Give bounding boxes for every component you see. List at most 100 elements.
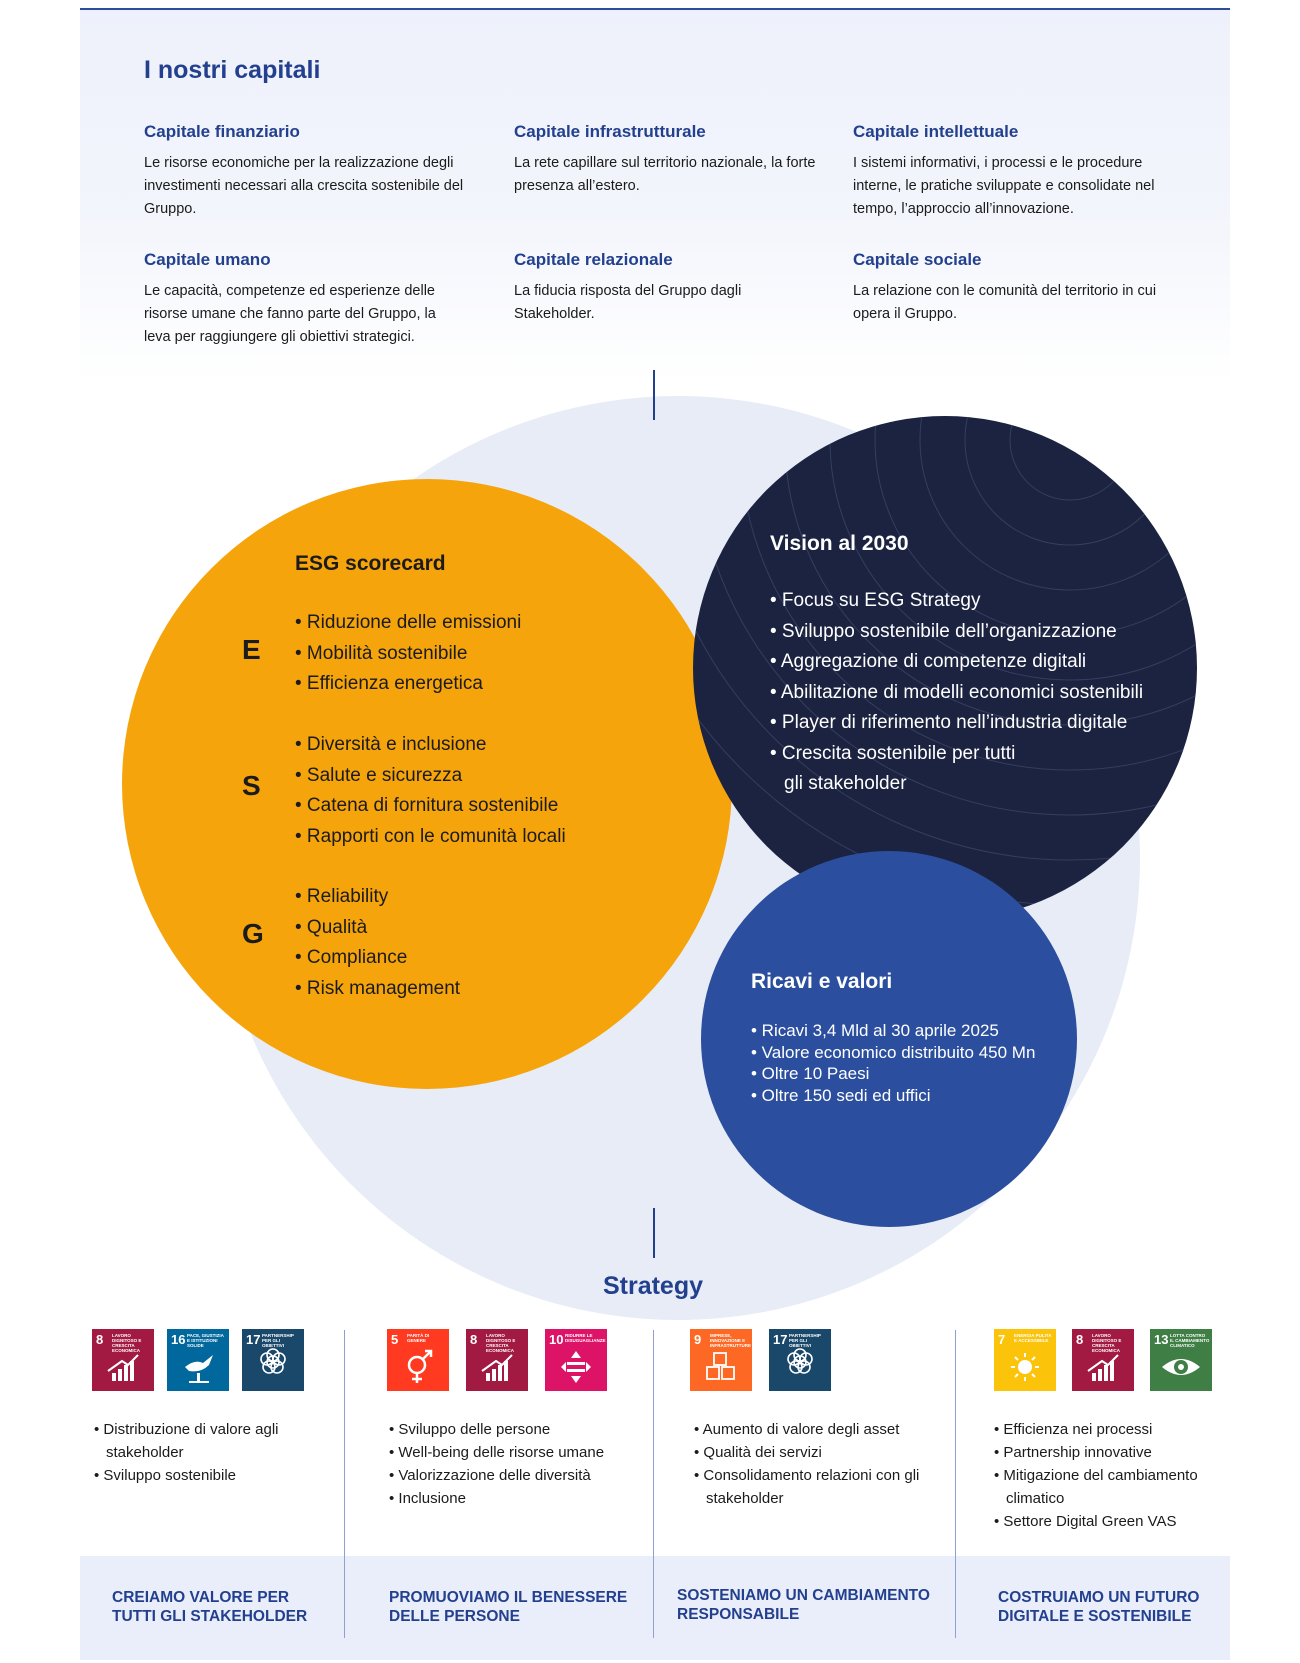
sdg-5-gender-icon: 5 PARITÀ DI GENERE — [387, 1329, 449, 1391]
sdg-number: 8 — [96, 1332, 104, 1347]
list-item: • Well-being delle risorse umane — [389, 1444, 605, 1461]
sdg-8-chart-up-icon: 8 LAVORO DIGNITOSO E CRESCITA ECONOMICA — [466, 1329, 528, 1391]
esg-list-s: • Diversità e inclusione • Salute e sicu… — [295, 730, 566, 852]
sdg-number: 10 — [549, 1332, 564, 1347]
list-item: • Mitigazione del cambiamento climatico — [994, 1467, 1198, 1507]
sdg-label: LAVORO DIGNITOSO E CRESCITA ECONOMICA — [112, 1333, 142, 1353]
vision-list: • Focus su ESG Strategy • Sviluppo soste… — [770, 586, 1190, 800]
sdg-number: 7 — [998, 1332, 1006, 1347]
list-item: • Oltre 10 Paesi — [751, 1064, 870, 1083]
strategy-list-2: • Sviluppo delle persone • Well-being de… — [389, 1418, 639, 1510]
sdg-label: PARTNERSHIP PER GLI OBIETTIVI — [262, 1333, 294, 1348]
list-item: • Catena di fornitura sostenibile — [295, 795, 559, 816]
list-item: • Salute e sicurezza — [295, 764, 463, 786]
list-item: • Abilitazione di modelli economici sost… — [770, 681, 1144, 703]
sdg-8-chart-up-icon: 8 LAVORO DIGNITOSO E CRESCITA ECONOMICA — [92, 1329, 154, 1391]
capitale-desc: La relazione con le comunità del territo… — [853, 283, 1157, 322]
column-divider — [955, 1556, 956, 1638]
capitale-desc: La fiducia risposta del Gruppo dagli Sta… — [514, 283, 742, 322]
list-item: • Focus su ESG Strategy — [770, 590, 981, 611]
esg-letter-g: G — [242, 918, 264, 949]
list-item: gli stakeholder — [784, 773, 907, 794]
sdg-17-rings-icon: 17 PARTNERSHIP PER GLI OBIETTIVI — [242, 1329, 304, 1391]
list-item: • Efficienza nei processi — [994, 1421, 1153, 1438]
sdg-number: 5 — [391, 1332, 399, 1347]
list-item: • Consolidamento relazioni con gli stake… — [694, 1467, 920, 1507]
vision-circle — [693, 416, 1197, 920]
capitale-finanziario: Capitale finanziario Le risorse economic… — [144, 122, 464, 221]
list-item: • Qualità dei servizi — [694, 1444, 822, 1461]
ricavi-circle — [701, 851, 1077, 1227]
capitale-intellettuale: Capitale intellettuale I sistemi informa… — [853, 122, 1163, 221]
list-item: • Sviluppo sostenibile dell’organizzazio… — [770, 620, 1117, 642]
sdg-13-eye-earth-icon: 13 LOTTA CONTRO IL CAMBIAMENTO CLIMATICO — [1150, 1329, 1212, 1391]
list-item: • Partnership innovative — [994, 1444, 1152, 1461]
capitale-desc: Le capacità, competenze ed esperienze de… — [144, 283, 436, 345]
list-item: • Efficienza energetica — [295, 673, 483, 694]
list-item: • Reliability — [295, 886, 389, 907]
strategy-labels-band — [80, 1556, 1230, 1660]
sdg-label: RIDURRE LE DISUGUAGLIANZE — [565, 1333, 606, 1343]
sdg-7-sun-icon: 7 ENERGIA PULITA E ACCESSIBILE — [994, 1329, 1056, 1391]
sdg-16-dove-icon: 16 PACE, GIUSTIZIA E ISTITUZIONI SOLIDE — [167, 1329, 229, 1391]
capitale-infrastrutturale: Capitale infrastrutturale La rete capill… — [514, 122, 834, 198]
capitale-title: Capitale relazionale — [514, 250, 673, 269]
esg-letter-e: E — [242, 634, 261, 665]
sdg-10-equality-icon: 10 RIDURRE LE DISUGUAGLIANZE — [545, 1329, 607, 1391]
sdg-number: 17 — [773, 1332, 788, 1347]
capitale-desc: Le risorse economiche per la realizzazio… — [144, 155, 464, 217]
list-item: • Inclusione — [389, 1490, 466, 1507]
list-item: • Aggregazione di competenze digitali — [770, 651, 1087, 672]
sdg-number: 9 — [694, 1332, 702, 1347]
strategy-list-4: • Efficienza nei processi • Partnership … — [994, 1418, 1224, 1533]
capitale-umano: Capitale umano Le capacità, competenze e… — [144, 250, 464, 349]
list-item: • Compliance — [295, 947, 408, 968]
ricavi-title: Ricavi e valori — [751, 970, 893, 993]
column-divider — [653, 1330, 654, 1638]
sdg-label: ENERGIA PULITA E ACCESSIBILE — [1014, 1333, 1052, 1343]
strategy-label-4: COSTRUIAMO UN FUTURO DIGITALE E SOSTENIB… — [998, 1589, 1200, 1625]
sdg-17-rings-icon: 17 PARTNERSHIP PER GLI OBIETTIVI — [769, 1329, 831, 1391]
list-item: • Settore Digital Green VAS — [994, 1513, 1177, 1530]
column-divider — [344, 1330, 345, 1638]
list-item: • Crescita sostenibile per tutti — [770, 742, 1016, 764]
strategy-title: Strategy — [602, 1272, 704, 1300]
sdg-8-chart-up-icon: 8 LAVORO DIGNITOSO E CRESCITA ECONOMICA — [1072, 1329, 1134, 1391]
sdg-label: IMPRESE, INNOVAZIONE E INFRASTRUTTURE — [710, 1333, 751, 1348]
esg-letter-s: S — [242, 770, 261, 801]
sdg-number: 13 — [1154, 1332, 1169, 1347]
capitale-relazionale: Capitale relazionale La fiducia risposta… — [514, 250, 794, 326]
list-item: • Risk management — [295, 977, 461, 999]
capitale-title: Capitale finanziario — [144, 122, 300, 141]
capitale-title: Capitale umano — [144, 250, 271, 269]
sdg-label: PACE, GIUSTIZIA E ISTITUZIONI SOLIDE — [187, 1333, 224, 1348]
sdg-label: LOTTA CONTRO IL CAMBIAMENTO CLIMATICO — [1170, 1333, 1210, 1348]
strategy-label-1: CREIAMO VALORE PER TUTTI GLI STAKEHOLDER — [112, 1589, 308, 1625]
list-item: • Oltre 150 sedi ed uffici — [751, 1085, 931, 1105]
esg-title: ESG scorecard — [295, 552, 446, 575]
capitali-title: I nostri capitali — [144, 56, 321, 84]
list-item: • Valorizzazione delle diversità — [389, 1467, 591, 1484]
capitale-title: Capitale sociale — [853, 250, 982, 269]
list-item: • Diversità e inclusione — [295, 734, 487, 755]
connector-line-top — [653, 370, 655, 420]
list-item: • Aumento di valore degli asset — [694, 1421, 900, 1438]
strategy-label-2: PROMUOVIAMO IL BENESSERE DELLE PERSONE — [389, 1589, 628, 1625]
capitale-title: Capitale infrastrutturale — [514, 122, 706, 141]
strategy-list-3: • Aumento di valore degli asset • Qualit… — [694, 1418, 929, 1510]
list-item: • Valore economico distribuito 450 Mn — [751, 1042, 1036, 1062]
sdg-label: LAVORO DIGNITOSO E CRESCITA ECONOMICA — [486, 1333, 516, 1353]
sdg-label: PARTNERSHIP PER GLI OBIETTIVI — [789, 1333, 821, 1348]
column-divider — [955, 1330, 956, 1638]
list-item: • Qualità — [295, 916, 368, 938]
sdg-number: 8 — [1076, 1332, 1084, 1347]
column-divider — [653, 1556, 654, 1638]
list-item: • Rapporti con le comunità locali — [295, 825, 566, 847]
top-divider — [80, 8, 1230, 10]
list-item: • Ricavi 3,4 Mld al 30 aprile 2025 — [751, 1021, 999, 1040]
list-item: • Riduzione delle emissioni — [295, 612, 522, 633]
sdg-number: 8 — [470, 1332, 478, 1347]
capitale-title: Capitale intellettuale — [853, 122, 1019, 141]
list-item: • Player di riferimento nell’industria d… — [770, 712, 1128, 733]
sdg-number: 16 — [171, 1332, 186, 1347]
